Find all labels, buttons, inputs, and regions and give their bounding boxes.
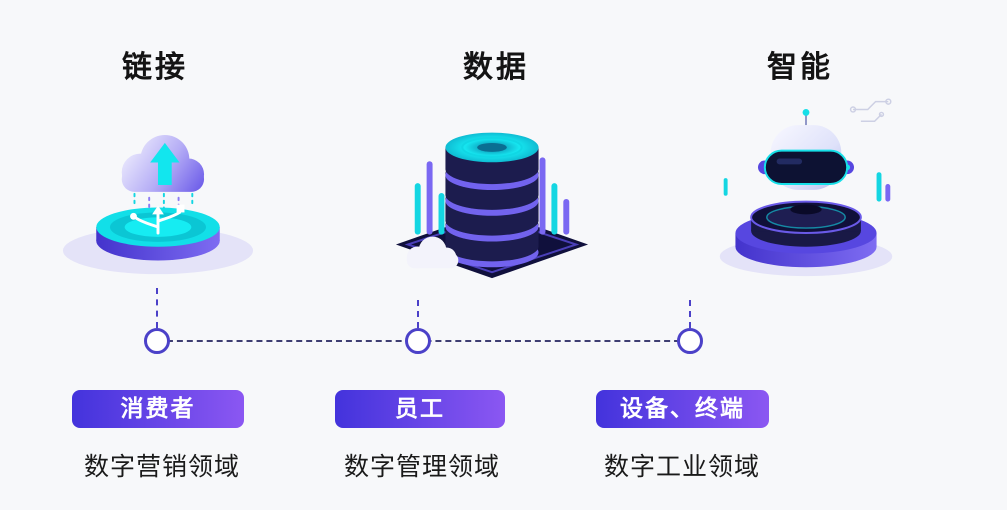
- section-title-intelligence: 智能: [767, 50, 833, 85]
- field-label-digital-management: 数字管理领域: [343, 452, 500, 481]
- robot-head: [757, 109, 855, 215]
- audience-pill-consumer: 消费者: [72, 390, 244, 428]
- cloud-usb-illustration-svg: [62, 135, 254, 275]
- ai-robot-illustration-svg: [719, 98, 893, 277]
- cloud-usb-icon: [60, 82, 256, 287]
- field-label-digital-industry: 数字工业领域: [603, 452, 760, 481]
- database-stack: [445, 132, 539, 268]
- usb-icon: [130, 204, 185, 235]
- circuit-doodle: [849, 98, 892, 122]
- section-title-link: 链接: [122, 50, 188, 85]
- section-title-data: 数据: [463, 50, 529, 85]
- database-icon: [388, 95, 596, 290]
- equalizer-bars: [414, 157, 570, 235]
- glow-platform: [62, 207, 254, 275]
- timeline-node-1: [144, 328, 170, 354]
- connector-line-1: [156, 288, 158, 328]
- cloud-shape: [121, 135, 205, 192]
- ai-robot-icon: [708, 80, 904, 285]
- upload-arrow-icon: [150, 142, 180, 185]
- accent-bars: [723, 172, 891, 202]
- small-cloud: [406, 236, 459, 269]
- field-label-digital-marketing: 数字营销领域: [83, 452, 240, 481]
- timeline-node-2: [405, 328, 431, 354]
- visor: [763, 149, 849, 185]
- connector-line-3: [689, 300, 691, 328]
- podium: [719, 200, 893, 277]
- timeline-node-3: [677, 328, 703, 354]
- audience-pill-devices: 设备、终端: [596, 390, 769, 428]
- connector-line-2: [417, 300, 419, 328]
- audience-pill-employee: 员工: [335, 390, 505, 428]
- database-illustration-svg: [395, 132, 589, 279]
